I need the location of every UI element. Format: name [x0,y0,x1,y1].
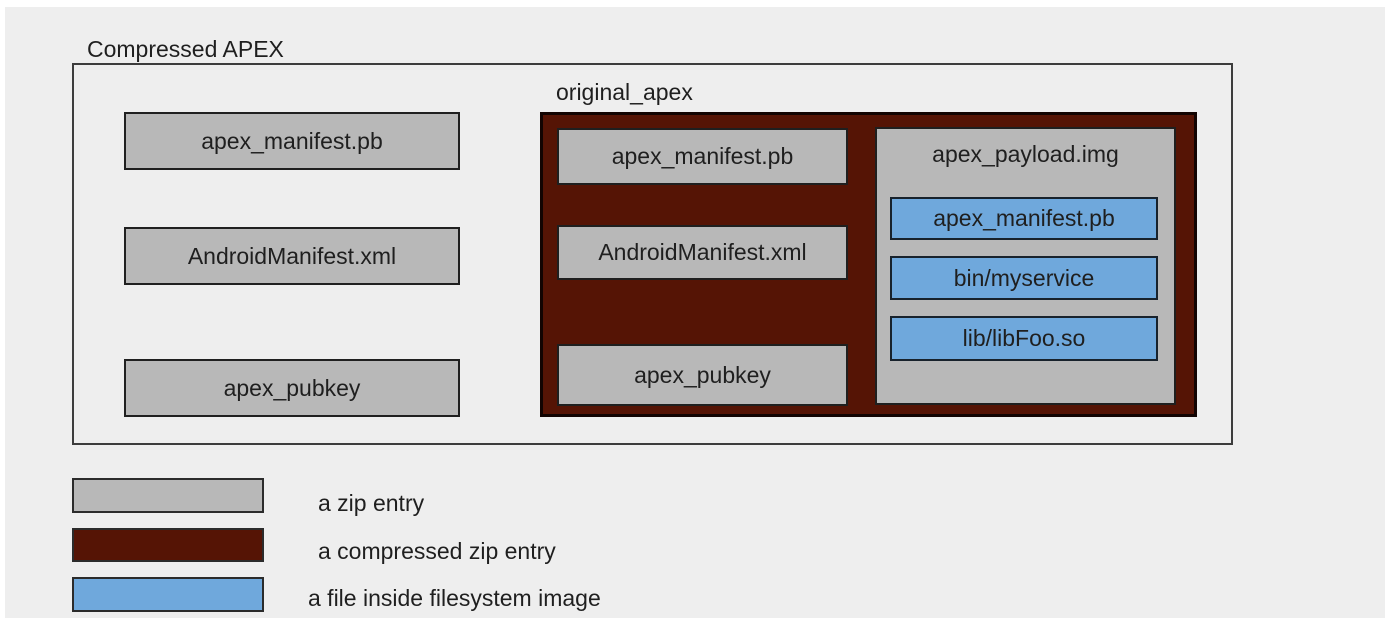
fs-file-bin-myservice: bin/myservice [890,256,1158,300]
zip-entry-apex-pubkey: apex_pubkey [124,359,460,417]
zip-entry-apex-manifest-pb: apex_manifest.pb [124,112,460,170]
apex-payload-img-box: apex_payload.img apex_manifest.pb bin/my… [875,127,1176,405]
original-apex-compressed-entry-box: apex_manifest.pb AndroidManifest.xml ape… [540,112,1197,417]
fs-file-lib-libfoo-so: lib/libFoo.so [890,316,1158,361]
legend-label-file-inside-filesystem-image: a file inside filesystem image [308,585,601,611]
legend-swatch-compressed-zip-entry [72,528,264,562]
legend-label-compressed-zip-entry: a compressed zip entry [318,538,556,564]
fs-file-apex-manifest-pb: apex_manifest.pb [890,197,1158,240]
compressed-apex-box [72,63,1233,445]
original-apex-zip-entry-apex-pubkey: apex_pubkey [557,344,848,406]
compressed-apex-label: Compressed APEX [87,36,284,62]
original-apex-label: original_apex [556,79,693,105]
legend-label-zip-entry: a zip entry [318,490,425,516]
original-apex-zip-entry-android-manifest-xml: AndroidManifest.xml [557,225,848,280]
original-apex-zip-entry-apex-manifest-pb: apex_manifest.pb [557,128,848,185]
apex-payload-img-label: apex_payload.img [932,141,1119,167]
legend-swatch-zip-entry [72,478,264,513]
zip-entry-android-manifest-xml: AndroidManifest.xml [124,227,460,285]
legend-swatch-file-inside-filesystem-image [72,577,264,612]
